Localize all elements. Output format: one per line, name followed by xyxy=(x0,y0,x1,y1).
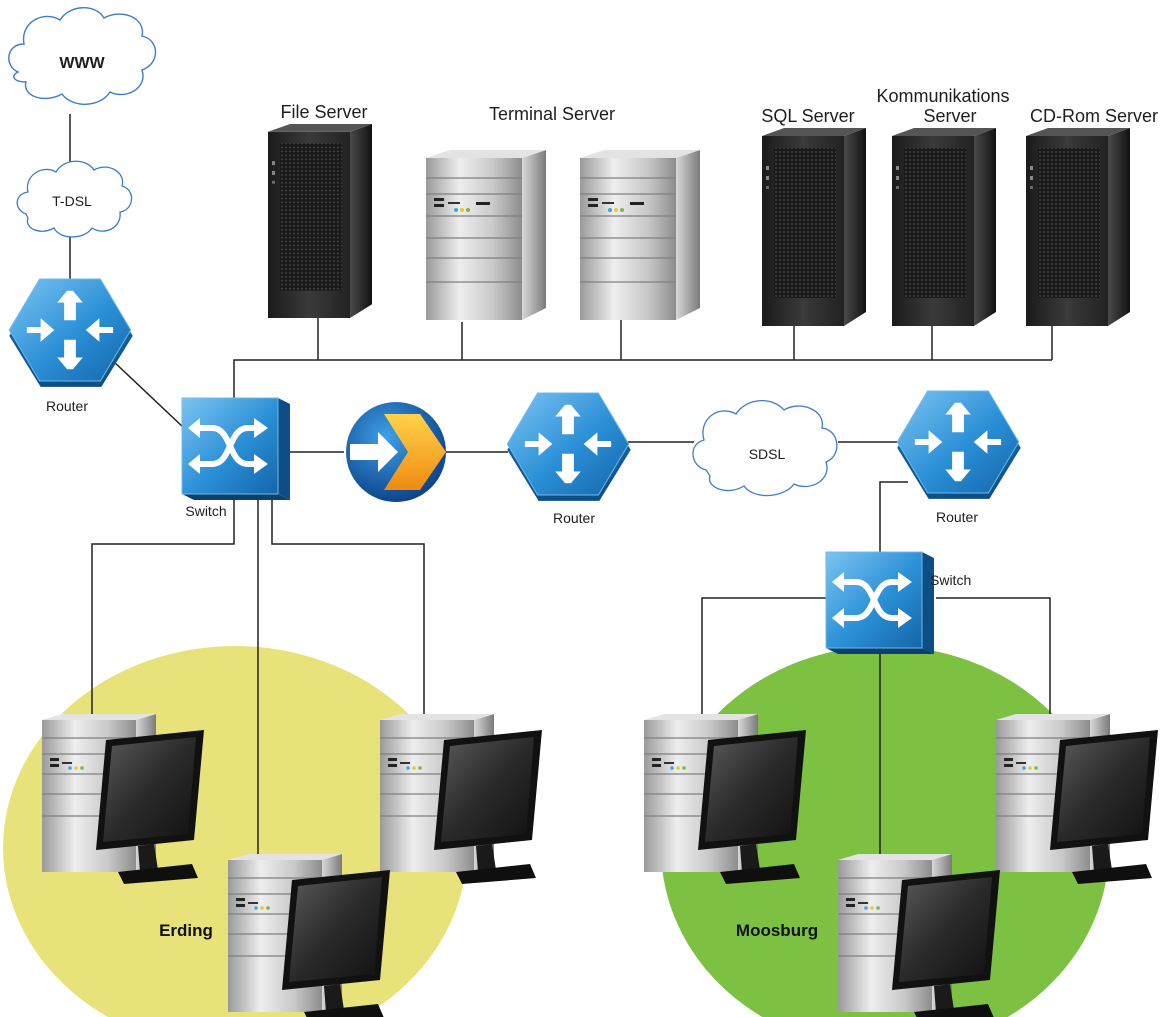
communication-server-label-line2: Server xyxy=(923,106,976,126)
tdsl-label: T-DSL xyxy=(52,193,92,209)
terminal-server-label: Terminal Server xyxy=(489,104,615,124)
terminal-server-1-icon xyxy=(425,149,547,321)
link-router-switch-remote xyxy=(879,481,908,552)
server-bus xyxy=(233,359,1052,398)
router-center-label: Router xyxy=(553,510,595,526)
file-server-label: File Server xyxy=(280,102,367,122)
sdsl-label: SDSL xyxy=(749,446,786,462)
router-remote-icon xyxy=(896,390,1022,500)
cdrom-server-label: CD-Rom Server xyxy=(1030,106,1158,126)
workstation-moosburg-right-icon xyxy=(995,713,1159,885)
sdsl-cloud-icon xyxy=(692,400,838,497)
workstation-erding-right-icon xyxy=(379,713,543,885)
router-internet-label: Router xyxy=(46,398,88,414)
router-internet-icon xyxy=(8,278,134,388)
router-remote-label: Router xyxy=(936,509,978,525)
switch-remote-label: Switch xyxy=(930,572,971,588)
file-server-icon xyxy=(268,123,372,319)
sql-server-label: SQL Server xyxy=(761,106,854,126)
link-switch-ws-left xyxy=(91,500,235,714)
sql-server-icon xyxy=(762,128,866,326)
site-label-erding: Erding xyxy=(159,921,213,940)
switch-remote-icon xyxy=(826,552,934,654)
link-remote-ws-right xyxy=(936,597,1051,714)
www-label: WWW xyxy=(59,55,105,72)
link-switch-ws-right xyxy=(271,500,425,714)
cdrom-server-icon xyxy=(1026,128,1130,326)
router-center-icon xyxy=(506,392,632,502)
switch-main-label: Switch xyxy=(185,503,226,519)
switch-main-icon xyxy=(182,398,290,500)
communication-server-icon xyxy=(892,128,996,326)
terminal-server-2-icon xyxy=(579,149,701,321)
site-label-moosburg: Moosburg xyxy=(736,921,818,940)
communication-server-label-line1: Kommunikations xyxy=(876,86,1009,106)
www-cloud-icon xyxy=(8,7,157,105)
link-router-switch xyxy=(111,359,185,429)
tdsl-cloud-icon xyxy=(16,160,133,238)
firewall-icon xyxy=(346,402,446,502)
link-remote-ws-left xyxy=(701,597,826,714)
